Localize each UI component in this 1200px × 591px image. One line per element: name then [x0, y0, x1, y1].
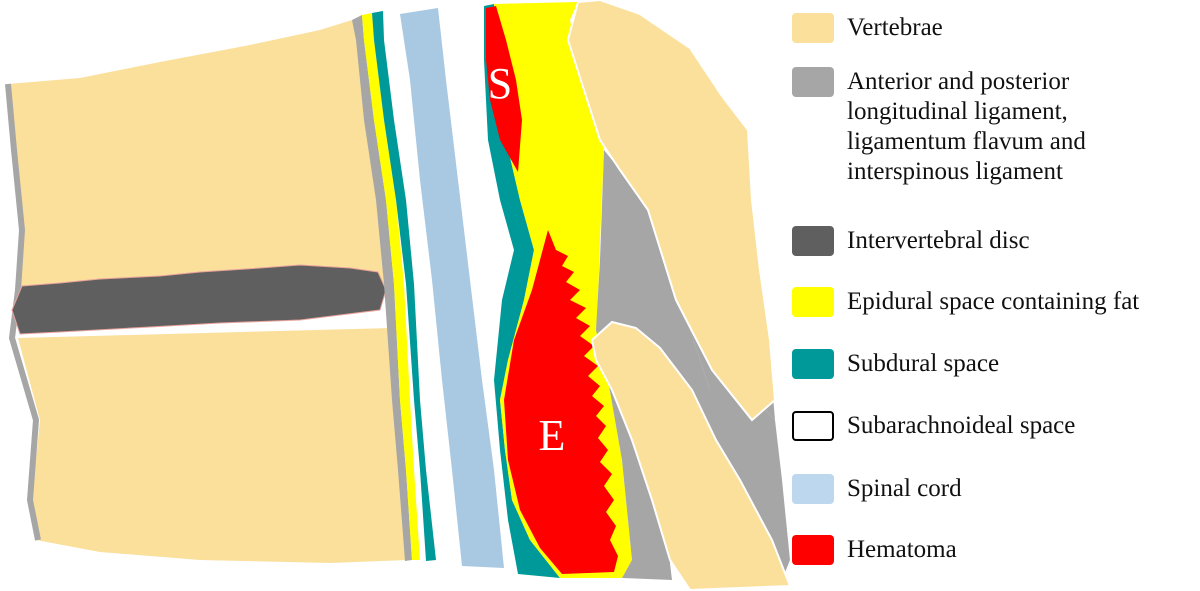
legend-item-intervertebral-disc: Intervertebral disc	[792, 226, 1030, 256]
legend-item-subdural-space: Subdural space	[792, 349, 999, 379]
legend-swatch-subdural-space	[792, 349, 834, 379]
legend-item-hematoma: Hematoma	[792, 535, 957, 565]
legend-item-subarachnoideal-space: Subarachnoideal space	[792, 411, 1075, 441]
legend-label-intervertebral-disc: Intervertebral disc	[847, 227, 1030, 254]
legend-item-epidural-space: Epidural space containing fat	[792, 287, 1139, 317]
legend-swatch-ligaments	[792, 67, 834, 97]
legend-swatch-subarachnoideal-space	[792, 411, 834, 441]
legend-label-subarachnoideal-space: Subarachnoideal space	[847, 412, 1076, 439]
legend-label-ligaments: Anterior and posterior longitudinal liga…	[847, 68, 1086, 185]
spinal-cord	[400, 8, 504, 568]
lower-lamina	[590, 320, 790, 591]
legend-label-vertebrae: Vertebrae	[847, 14, 943, 41]
lower-vertebral-body	[18, 328, 408, 563]
dorsal-subdural-space	[484, 4, 560, 578]
legend-swatch-intervertebral-disc	[792, 226, 834, 256]
legend-item-ligaments: Anterior and posterior longitudinal liga…	[792, 67, 1147, 187]
ventral-subdural-space	[372, 11, 436, 561]
legend-swatch-epidural-space	[792, 287, 834, 317]
upper-lamina	[566, 0, 777, 422]
hematoma-s	[486, 6, 522, 172]
intervertebral-disc	[11, 264, 387, 335]
spine-cross-section-diagram: S E	[5, 0, 790, 591]
legend-label-epidural-space: Epidural space containing fat	[847, 288, 1140, 315]
posterior-longitudinal-ligament	[352, 15, 412, 561]
legend-swatch-hematoma	[792, 535, 834, 565]
hematoma-e	[504, 230, 618, 574]
legend-label-spinal-cord: Spinal cord	[847, 475, 962, 502]
ventral-epidural-fat	[362, 13, 420, 560]
legend-label-hematoma: Hematoma	[847, 536, 957, 563]
ligamentum-flavum	[596, 150, 690, 330]
hematoma-e-label: E	[539, 411, 566, 460]
legend-label-subdural-space: Subdural space	[847, 350, 1000, 377]
legend-swatch-vertebrae	[792, 13, 834, 43]
upper-vertebral-body	[8, 20, 390, 290]
legend-item-vertebrae: Vertebrae	[792, 13, 943, 43]
legend-item-spinal-cord: Spinal cord	[792, 474, 962, 504]
legend: Vertebrae Anterior and posterior longitu…	[792, 0, 1200, 591]
hematoma-s-label: S	[488, 59, 512, 108]
legend-swatch-spinal-cord	[792, 474, 834, 504]
